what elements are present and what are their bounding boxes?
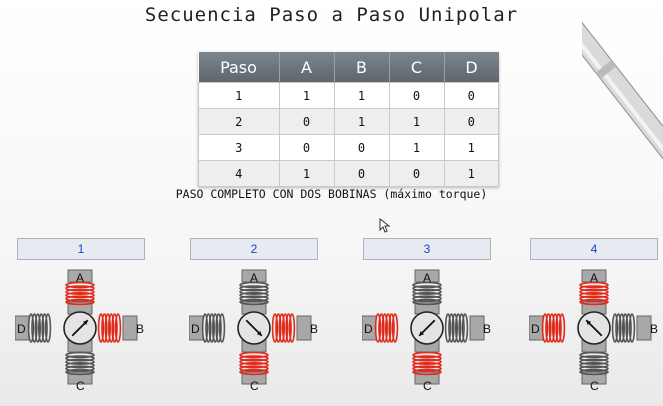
sequence-caption: PASO COMPLETO CON DOS BOBINAS (máximo to… bbox=[175, 187, 488, 201]
pole-label-b: B bbox=[650, 322, 658, 336]
coil-b bbox=[611, 313, 652, 343]
coil-d bbox=[362, 313, 399, 343]
table-cell: 1 bbox=[443, 134, 499, 161]
table-cell: 4 bbox=[198, 160, 280, 187]
pole-label-c: C bbox=[590, 379, 599, 393]
table-cell: 1 bbox=[333, 108, 390, 135]
stepper-motor-2: A C D B bbox=[189, 269, 318, 393]
table-cell: 3 bbox=[198, 134, 280, 161]
mouse-cursor-icon bbox=[379, 218, 391, 233]
coil-b bbox=[271, 313, 312, 343]
table-cell: 0 bbox=[443, 82, 499, 109]
table-cell: 0 bbox=[333, 134, 390, 161]
coil-c bbox=[65, 339, 95, 385]
stepper-motor-3: A C D B bbox=[362, 269, 491, 393]
page-title: Secuencia Paso a Paso Unipolar bbox=[144, 4, 519, 26]
coil-b bbox=[97, 313, 138, 343]
coil-d bbox=[189, 313, 226, 343]
pencil-icon bbox=[582, 0, 663, 176]
header-a: A bbox=[279, 52, 335, 83]
coil-c bbox=[239, 339, 269, 385]
rotor bbox=[577, 311, 611, 345]
table-cell: 0 bbox=[278, 108, 335, 135]
pole-label-a: A bbox=[423, 271, 431, 285]
pole-label-c: C bbox=[76, 379, 85, 393]
table-cell: 1 bbox=[388, 108, 445, 135]
rotor bbox=[237, 311, 271, 345]
pole-label-d: D bbox=[17, 322, 26, 336]
pole-label-d: D bbox=[531, 322, 540, 336]
table-cell: 1 bbox=[278, 82, 335, 109]
pole-label-d: D bbox=[191, 322, 200, 336]
pole-label-a: A bbox=[76, 271, 84, 285]
table-cell: 1 bbox=[333, 82, 390, 109]
table-cell: 0 bbox=[388, 82, 445, 109]
coil-b bbox=[444, 313, 485, 343]
table-cell: 0 bbox=[333, 160, 390, 187]
header-c: C bbox=[389, 52, 445, 83]
pole-label-c: C bbox=[423, 379, 432, 393]
table-row: 3 0 0 1 1 bbox=[198, 134, 499, 161]
coil-a bbox=[239, 269, 269, 315]
table-cell: 1 bbox=[198, 82, 280, 109]
coil-a bbox=[579, 269, 609, 315]
step-label-3: 3 bbox=[363, 238, 491, 260]
step-label-4: 4 bbox=[530, 238, 658, 260]
stepper-motor-4: A C D B bbox=[529, 269, 658, 393]
pole-label-b: B bbox=[136, 322, 144, 336]
table-cell: 1 bbox=[388, 134, 445, 161]
table-row: 1 1 1 0 0 bbox=[198, 82, 499, 109]
table-cell: 1 bbox=[443, 160, 499, 187]
coil-a bbox=[412, 269, 442, 315]
sequence-table: Paso A B C D 1 1 1 0 0 2 0 1 1 0 3 0 0 1… bbox=[198, 52, 499, 187]
coil-d bbox=[15, 313, 52, 343]
coil-c bbox=[579, 339, 609, 385]
coil-c bbox=[412, 339, 442, 385]
rotor bbox=[63, 311, 97, 345]
rotor bbox=[410, 311, 444, 345]
coil-a bbox=[65, 269, 95, 315]
coil-d bbox=[529, 313, 566, 343]
header-d: D bbox=[444, 52, 499, 83]
pole-label-b: B bbox=[483, 322, 491, 336]
step-label-2: 2 bbox=[190, 238, 318, 260]
table-header-row: Paso A B C D bbox=[198, 52, 499, 83]
header-b: B bbox=[334, 52, 390, 83]
pole-label-a: A bbox=[250, 271, 258, 285]
table-cell: 2 bbox=[198, 108, 280, 135]
pole-label-c: C bbox=[250, 379, 259, 393]
table-cell: 0 bbox=[278, 134, 335, 161]
table-cell: 0 bbox=[443, 108, 499, 135]
table-cell: 0 bbox=[388, 160, 445, 187]
table-row: 4 1 0 0 1 bbox=[198, 160, 499, 187]
table-cell: 1 bbox=[278, 160, 335, 187]
pole-label-a: A bbox=[590, 271, 598, 285]
table-row: 2 0 1 1 0 bbox=[198, 108, 499, 135]
pole-label-d: D bbox=[364, 322, 373, 336]
header-paso: Paso bbox=[198, 52, 280, 83]
stepper-motor-1: A C D B bbox=[15, 269, 144, 393]
pole-label-b: B bbox=[310, 322, 318, 336]
step-label-1: 1 bbox=[17, 238, 145, 260]
